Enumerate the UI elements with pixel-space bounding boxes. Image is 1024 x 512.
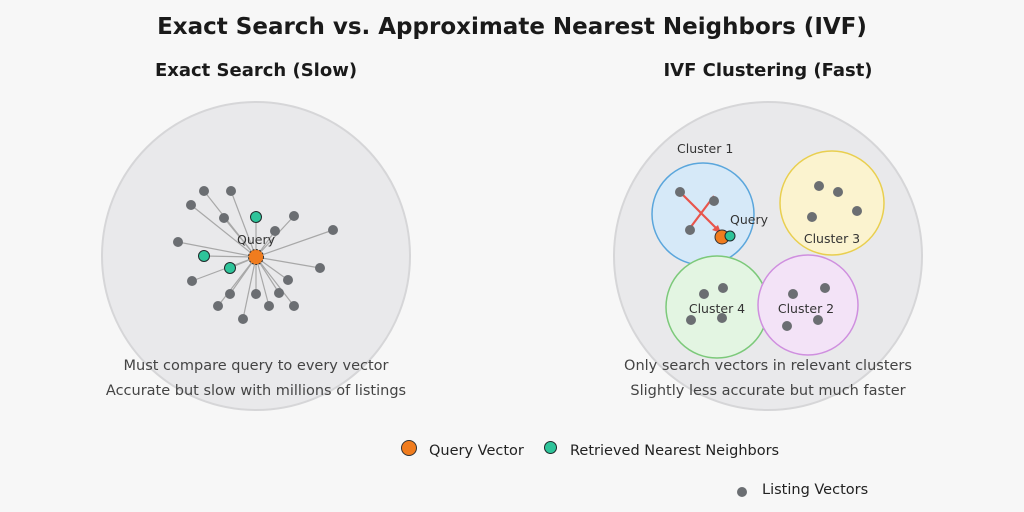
listing-vector	[820, 283, 830, 293]
comparison-line	[230, 190, 257, 258]
exact-search-panel: Query	[101, 101, 411, 411]
listing-vector	[315, 263, 325, 273]
listing-vector	[717, 313, 727, 323]
exact-search-title: Exact Search (Slow)	[154, 60, 358, 81]
listing-vector	[686, 315, 696, 325]
listing-vector	[289, 301, 299, 311]
listing-vector	[270, 226, 280, 236]
listing-vectors-left	[173, 186, 338, 324]
retrieved-vector	[250, 211, 262, 223]
listing-vector	[199, 186, 209, 196]
retrieved-vector	[224, 262, 236, 274]
comparison-line	[242, 256, 257, 320]
listing-vector	[328, 225, 338, 235]
comparison-line	[255, 256, 270, 307]
listing-vector	[213, 301, 223, 311]
comparison-line	[255, 229, 334, 258]
listing-vectors-right	[675, 181, 862, 331]
listing-vector	[283, 275, 293, 285]
cluster-3-label: Cluster 3	[804, 231, 860, 246]
cluster-1-label: Cluster 1	[677, 141, 733, 156]
comparison-line	[255, 215, 295, 258]
listing-vector	[264, 301, 274, 311]
listing-vector	[813, 315, 823, 325]
legend-listing-swatch	[737, 487, 747, 497]
listing-vector	[709, 196, 719, 206]
listing-vector	[852, 206, 862, 216]
listing-vector	[219, 213, 229, 223]
cluster-2-region	[757, 254, 859, 356]
legend-query-vector-label: Query Vector	[429, 443, 524, 459]
ivf-clustering-title: IVF Clustering (Fast)	[663, 60, 873, 81]
comparison-line	[229, 256, 257, 295]
listing-vector	[718, 283, 728, 293]
exact-search-description-1: Must compare query to every vector	[123, 358, 389, 374]
cluster-4-label: Cluster 4	[689, 301, 745, 316]
legend-listing-label: Listing Vectors	[762, 482, 869, 498]
ivf-panel: Query Cluster 1 Cluster 2 Cluster 3 Clus…	[613, 101, 923, 411]
comparison-line	[255, 256, 295, 307]
comparison-line	[203, 255, 257, 258]
query-label-left: Query	[237, 232, 276, 247]
listing-vector	[173, 237, 183, 247]
listing-vector	[186, 200, 196, 210]
query-label-right: Query	[730, 212, 769, 227]
cluster-3-region	[779, 150, 885, 256]
listing-vector	[675, 187, 685, 197]
comparison-line	[190, 204, 257, 258]
legend-retrieved-label: Retrieved Nearest Neighbors	[570, 443, 780, 459]
listing-vector	[699, 289, 709, 299]
listing-vector	[807, 212, 817, 222]
retrieved-vector	[198, 250, 210, 262]
listing-vector	[788, 289, 798, 299]
comparison-line	[177, 241, 257, 258]
listing-vector	[251, 289, 261, 299]
comparison-line	[223, 217, 257, 258]
listing-vector	[685, 225, 695, 235]
comparison-lines	[177, 190, 334, 320]
legend-query-vector-swatch	[401, 440, 417, 456]
ivf-description-1: Only search vectors in relevant clusters	[624, 358, 912, 374]
listing-vector	[187, 276, 197, 286]
listing-vector	[274, 288, 284, 298]
listing-vector	[289, 211, 299, 221]
retrieved-vector-right	[724, 230, 736, 242]
comparison-line	[255, 256, 321, 269]
legend-retrieved-swatch	[544, 441, 557, 454]
listing-vector	[238, 314, 248, 324]
listing-vector	[833, 187, 843, 197]
retrieved-vectors-left	[198, 211, 262, 274]
ivf-description-2: Slightly less accurate but much faster	[630, 383, 906, 399]
listing-vector	[782, 321, 792, 331]
exact-search-description-2: Accurate but slow with millions of listi…	[105, 383, 407, 399]
listing-vector	[814, 181, 824, 191]
query-vector-left	[248, 249, 264, 265]
cluster-2-label: Cluster 2	[778, 301, 834, 316]
listing-vector	[226, 186, 236, 196]
diagram-title: Exact Search vs. Approximate Nearest Nei…	[157, 14, 867, 40]
listing-vector	[225, 289, 235, 299]
